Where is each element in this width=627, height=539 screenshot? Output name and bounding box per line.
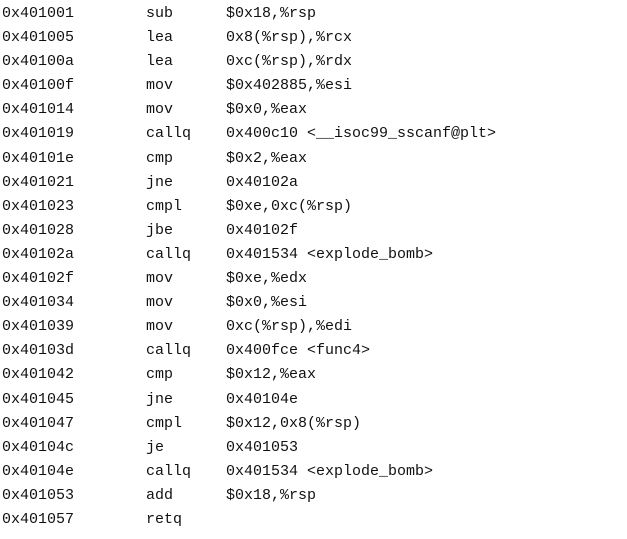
instruction-address: 0x401019 [2, 125, 75, 143]
instruction-row: 0x40102f mov $0xe,%edx [2, 267, 622, 291]
instruction-address: 0x40102f [2, 270, 75, 288]
instruction-operands: $0x0,%eax [226, 101, 308, 119]
instruction-address: 0x40101e [2, 149, 75, 167]
instruction-mnemonic: mov [146, 101, 174, 119]
instruction-mnemonic: mov [146, 318, 174, 336]
instruction-mnemonic: cmp [146, 149, 174, 167]
instruction-row: 0x40103d callq 0x400fce <func4> [2, 339, 622, 363]
instruction-address: 0x401042 [2, 366, 75, 384]
instruction-mnemonic: callq [146, 342, 192, 360]
instruction-mnemonic: callq [146, 125, 192, 143]
instruction-row: 0x401019 callq 0x400c10 <__isoc99_sscanf@p… [2, 122, 622, 146]
instruction-mnemonic: je [146, 438, 165, 456]
instruction-row: 0x401028 jbe 0x40102f [2, 219, 622, 243]
instruction-row: 0x401042 cmp $0x12,%eax [2, 363, 622, 387]
instruction-mnemonic: jne [146, 173, 174, 191]
instruction-address: 0x401005 [2, 29, 75, 47]
instruction-mnemonic: sub [146, 5, 174, 22]
instruction-mnemonic: lea [146, 53, 174, 71]
instruction-address: 0x401039 [2, 318, 75, 336]
instruction-row: 0x40100f mov $0x402885,%esi [2, 74, 622, 98]
instruction-operands: $0x2,%eax [226, 149, 308, 167]
instruction-operands: 0x401053 [226, 438, 299, 456]
instruction-row: 0x40102a callq 0x401534 <explode_bomb> [2, 243, 622, 267]
instruction-row: 0x40100a lea 0xc(%rsp),%rdx [2, 50, 622, 74]
instruction-operands: 0x400c10 <__isoc99_sscanf@plt> [226, 125, 497, 143]
instruction-mnemonic: retq [146, 510, 183, 528]
instruction-row: 0x401005 lea 0x8(%rsp),%rcx [2, 26, 622, 50]
instruction-address: 0x401028 [2, 221, 75, 239]
instruction-mnemonic: mov [146, 77, 174, 95]
instruction-operands: 0x401534 <explode_bomb> [226, 245, 434, 263]
instruction-address: 0x40104c [2, 438, 75, 456]
instruction-operands [226, 508, 622, 532]
instruction-operands: 0x40102f [226, 221, 299, 239]
instruction-row: 0x401057 retq [2, 508, 622, 532]
instruction-address: 0x40104e [2, 462, 75, 480]
instruction-row: 0x40101e cmp $0x2,%eax [2, 147, 622, 171]
instruction-address: 0x401014 [2, 101, 75, 119]
instruction-address: 0x40103d [2, 342, 75, 360]
instruction-address: 0x401045 [2, 390, 75, 408]
instruction-operands: 0xc(%rsp),%rdx [226, 53, 353, 71]
instruction-mnemonic: add [146, 486, 174, 504]
instruction-mnemonic: mov [146, 294, 174, 312]
instruction-operands: $0x12,%eax [226, 366, 317, 384]
instruction-row: 0x401039 mov 0xc(%rsp),%edi [2, 315, 622, 339]
instruction-operands: 0x401534 <explode_bomb> [226, 462, 434, 480]
instruction-operands: 0xc(%rsp),%edi [226, 318, 353, 336]
instruction-address: 0x401034 [2, 294, 75, 312]
instruction-operands: 0x40102a [226, 173, 299, 191]
instruction-operands: $0x12,0x8(%rsp) [226, 414, 362, 432]
instruction-address: 0x401053 [2, 486, 75, 504]
instruction-address: 0x40100a [2, 53, 75, 71]
instruction-operands: 0x400fce <func4> [226, 342, 371, 360]
instruction-mnemonic: cmpl [146, 414, 183, 432]
instruction-row: 0x401034 mov $0x0,%esi [2, 291, 622, 315]
instruction-address: 0x401001 [2, 5, 75, 22]
instruction-row: 0x401047 cmpl $0x12,0x8(%rsp) [2, 412, 622, 436]
instruction-mnemonic: cmp [146, 366, 174, 384]
instruction-row: 0x401053 add $0x18,%rsp [2, 484, 622, 508]
instruction-row: 0x401001 sub $0x18,%rsp [2, 2, 622, 26]
instruction-row: 0x401045 jne 0x40104e [2, 388, 622, 412]
instruction-address: 0x40102a [2, 245, 75, 263]
instruction-row: 0x401023 cmpl $0xe,0xc(%rsp) [2, 195, 622, 219]
instruction-operands: $0xe,%edx [226, 270, 308, 288]
instruction-row: 0x40104c je 0x401053 [2, 436, 622, 460]
disassembly-listing: 0x401001 sub $0x18,%rsp 0x401005 lea 0x8(%rsp… [2, 2, 622, 532]
instruction-mnemonic: mov [146, 270, 174, 288]
instruction-mnemonic: lea [146, 29, 174, 47]
instruction-operands: $0x402885,%esi [226, 77, 353, 95]
instruction-mnemonic: jbe [146, 221, 174, 239]
instruction-operands: 0x40104e [226, 390, 299, 408]
instruction-mnemonic: jne [146, 390, 174, 408]
instruction-address: 0x401023 [2, 197, 75, 215]
instruction-mnemonic: callq [146, 462, 192, 480]
instruction-address: 0x40100f [2, 77, 75, 95]
instruction-operands: $0x18,%rsp [226, 486, 317, 504]
instruction-operands: 0x8(%rsp),%rcx [226, 29, 353, 47]
instruction-row: 0x401021 jne 0x40102a [2, 171, 622, 195]
instruction-row: 0x401014 mov $0x0,%eax [2, 98, 622, 122]
instruction-row: 0x40104e callq 0x401534 <explode_bomb> [2, 460, 622, 484]
instruction-address: 0x401021 [2, 173, 75, 191]
instruction-address: 0x401047 [2, 414, 75, 432]
instruction-address: 0x401057 [2, 510, 75, 528]
instruction-operands: $0xe,0xc(%rsp) [226, 197, 353, 215]
instruction-operands: $0x0,%esi [226, 294, 308, 312]
instruction-mnemonic: callq [146, 245, 192, 263]
instruction-mnemonic: cmpl [146, 197, 183, 215]
instruction-operands: $0x18,%rsp [226, 5, 317, 22]
